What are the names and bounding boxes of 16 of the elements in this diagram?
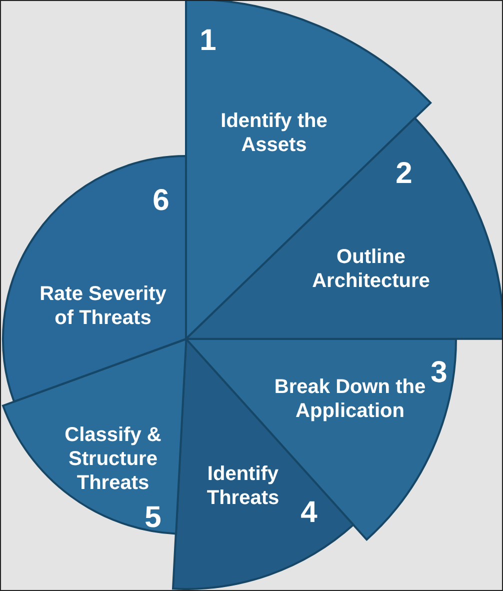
step-label: Classify & Structure Threats — [64, 423, 162, 495]
pie-segment — [186, 339, 456, 540]
step-number: 4 — [300, 497, 318, 529]
step-number: 3 — [430, 357, 448, 389]
pie-segment — [3, 156, 186, 402]
step-number: 1 — [200, 25, 216, 57]
step-number: 5 — [144, 502, 162, 534]
step-label: Break Down the Application — [273, 375, 427, 423]
step-label: Identify the Assets — [220, 109, 328, 157]
step-label: Outline Architecture — [311, 244, 431, 293]
step-number: 2 — [396, 158, 412, 190]
step-label: Identify Threats — [206, 462, 280, 510]
pie-segment — [2, 339, 186, 534]
step-number: 6 — [152, 185, 170, 217]
step-label: Rate Severity of Threats — [38, 282, 168, 330]
pie-segment — [186, 1, 431, 339]
